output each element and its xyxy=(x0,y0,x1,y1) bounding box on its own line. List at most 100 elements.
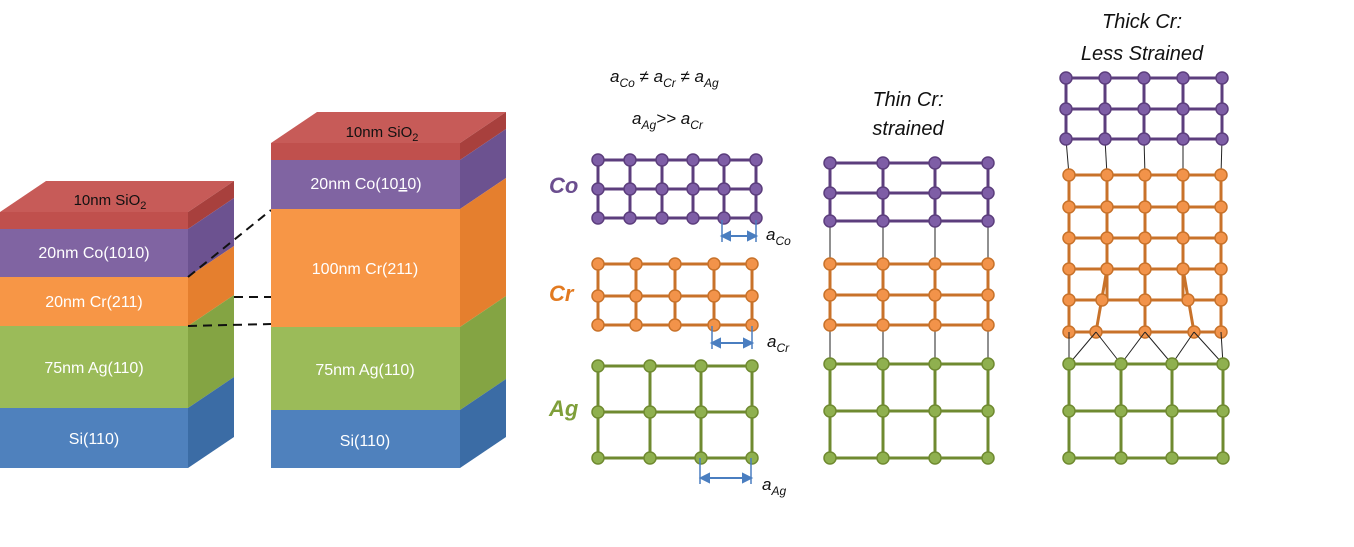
lattice-atom xyxy=(1138,231,1152,245)
lattice-atom xyxy=(1137,132,1151,146)
lattice-atom xyxy=(876,214,890,228)
lattice-atom xyxy=(1062,451,1076,465)
lattice-atom xyxy=(876,318,890,332)
lattice-atom xyxy=(643,451,657,465)
interface-bond xyxy=(1068,331,1097,365)
lattice-atom xyxy=(745,257,759,271)
lattice-atom xyxy=(823,288,837,302)
thin-stack: 10nm SiO2 20nm Co(1010) 20nm Cr(211) 75n… xyxy=(0,181,234,468)
lattice-atom xyxy=(1214,262,1228,276)
lattice-atom xyxy=(1176,168,1190,182)
lattice-atom xyxy=(694,405,708,419)
lattice-atom xyxy=(876,186,890,200)
thin-co-layer xyxy=(0,229,188,277)
thin-ag-label: 75nm Ag(110) xyxy=(44,360,143,377)
lattice-atom xyxy=(1098,102,1112,116)
lattice-atom xyxy=(1165,451,1179,465)
lattice-atom xyxy=(623,211,637,225)
ag-row-label: Ag xyxy=(548,396,579,421)
lattice-atom xyxy=(928,357,942,371)
lattice-atom xyxy=(1062,262,1076,276)
thin-sio2-side xyxy=(188,181,234,229)
thin-cr-layer xyxy=(0,277,188,326)
lattice-atom xyxy=(1062,231,1076,245)
lattice-atom xyxy=(591,405,605,419)
thick-cr-side xyxy=(460,178,506,327)
lattice-atom xyxy=(981,357,995,371)
lattice-atom xyxy=(823,257,837,271)
lattice-atom xyxy=(1215,102,1229,116)
spacing-arrows xyxy=(698,230,759,484)
lattice-atom xyxy=(749,182,763,196)
lattice-atom xyxy=(876,357,890,371)
thick-sio2-side xyxy=(460,112,506,160)
thin-ag-side xyxy=(188,295,234,408)
lattice-atom xyxy=(668,257,682,271)
thick-lattice-grids xyxy=(1059,71,1230,465)
thick-ag-label: 75nm Ag(110) xyxy=(315,362,414,379)
thick-ag-layer xyxy=(271,327,460,410)
lattice-atom xyxy=(591,289,605,303)
lattice-atom xyxy=(981,318,995,332)
lattice-atom xyxy=(1137,71,1151,85)
lattice-atom xyxy=(745,289,759,303)
interface-bond xyxy=(1095,331,1122,365)
spacing-ticks xyxy=(699,220,757,484)
thin-sio2-label: 10nm SiO2 xyxy=(74,192,147,212)
lattice-atom xyxy=(707,289,721,303)
lattice-atom xyxy=(591,257,605,271)
lattice-atom xyxy=(981,257,995,271)
ag-spacing-label: aAg xyxy=(762,475,786,498)
thin-sio2-top xyxy=(0,181,234,212)
lattice-atom xyxy=(876,257,890,271)
thick-cr-layer xyxy=(271,209,460,327)
lattice-atom xyxy=(668,289,682,303)
cr-spacing-label: aCr xyxy=(767,332,790,355)
lattice-atom xyxy=(623,153,637,167)
lattice-atom xyxy=(981,288,995,302)
thin-lattice-grids xyxy=(823,156,995,465)
lattice-atom xyxy=(629,318,643,332)
lattice-atom xyxy=(876,451,890,465)
lattice-atom xyxy=(1176,132,1190,146)
thick-cr-title-line2: Less Strained xyxy=(1081,43,1204,65)
lattice-inequality: aCo ≠ aCr ≠ aAg xyxy=(610,67,719,90)
lattice-atom xyxy=(928,214,942,228)
lattice-atom xyxy=(1098,71,1112,85)
thin-cr-side xyxy=(188,246,234,326)
lattice-atom xyxy=(981,156,995,170)
lattice-legend: aCo ≠ aCr ≠ aAg aAg>> aCr Co Cr Ag aCo a… xyxy=(548,67,791,498)
lattice-atom xyxy=(591,359,605,373)
lattice-atom xyxy=(1062,293,1076,307)
lattice-atom xyxy=(1098,132,1112,146)
lattice-atom xyxy=(981,451,995,465)
lattice-atom xyxy=(1138,168,1152,182)
co-row-label: Co xyxy=(549,173,578,198)
lattice-atom xyxy=(643,359,657,373)
lattice-atom xyxy=(1138,293,1152,307)
thick-si-layer xyxy=(271,410,460,468)
lattice-atom xyxy=(981,404,995,418)
lattice-atom xyxy=(1114,357,1128,371)
lattice-atom xyxy=(1100,200,1114,214)
lattice-atom xyxy=(928,318,942,332)
thick-sio2-top xyxy=(271,112,506,143)
lattice-atom xyxy=(876,404,890,418)
thick-co-label: 20nm Co(1010) xyxy=(310,176,421,193)
lattice-atom xyxy=(591,211,605,225)
thick-cr-label: 100nm Cr(211) xyxy=(312,261,418,278)
lattice-atom xyxy=(1114,404,1128,418)
lattice-atom xyxy=(823,404,837,418)
lattice-atom xyxy=(823,357,837,371)
lattice-atom xyxy=(1138,262,1152,276)
lattice-atom xyxy=(823,318,837,332)
lattice-atom xyxy=(591,451,605,465)
interface-bond xyxy=(1193,331,1224,365)
lattice-atom xyxy=(1214,231,1228,245)
lattice-atom xyxy=(745,405,759,419)
lattice-atom xyxy=(686,153,700,167)
lattice-atom xyxy=(1214,200,1228,214)
lattice-atom xyxy=(823,451,837,465)
thick-co-side xyxy=(460,129,506,209)
lattice-atom xyxy=(1176,102,1190,116)
